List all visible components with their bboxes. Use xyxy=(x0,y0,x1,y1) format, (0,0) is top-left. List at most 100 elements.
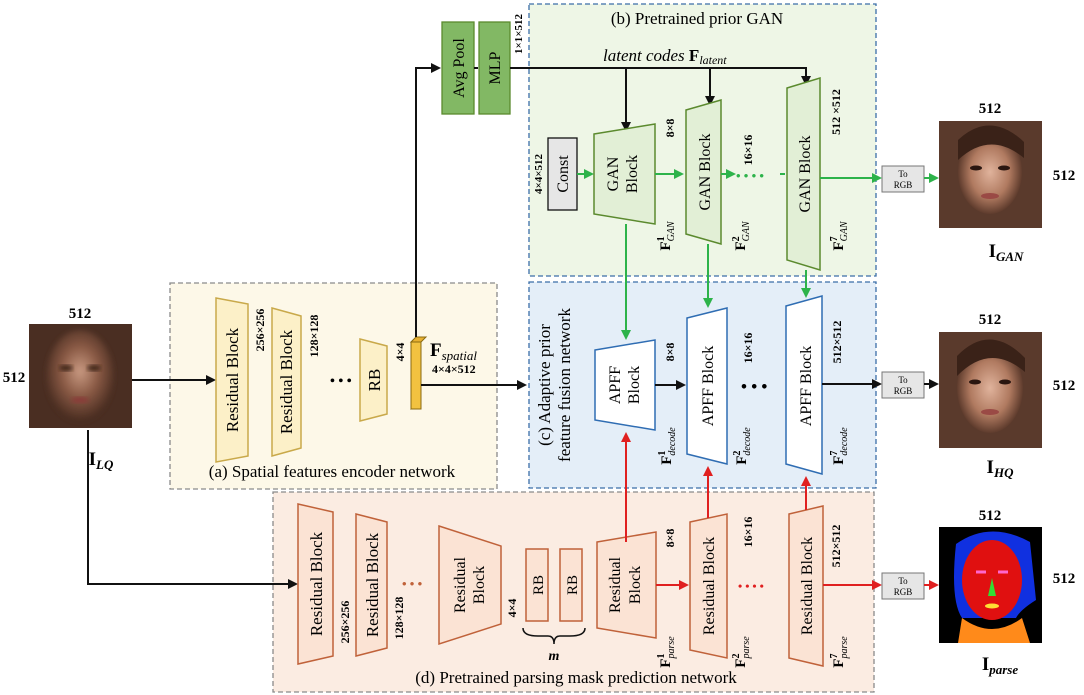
gan-f2-label: F2GAN xyxy=(731,220,752,251)
encoder-rb1-label: Residual Block xyxy=(223,327,242,432)
parse-rbm2-label: RB xyxy=(565,575,581,595)
hq-output-width: 512 xyxy=(979,312,1002,328)
gan-block3-label: GAN Block xyxy=(797,136,814,213)
latent-codes-label: latent codes Flatent xyxy=(603,46,727,67)
parsing-panel-title: (d) Pretrained parsing mask prediction n… xyxy=(415,668,737,687)
fusion-torgb-block xyxy=(881,371,925,399)
avg-pool-block xyxy=(441,21,475,115)
encoder-rb2-size: 128×128 xyxy=(307,315,321,358)
fspatial-label: Fspatial xyxy=(430,340,477,363)
const-label: Const xyxy=(555,155,572,193)
hq-output-height: 512 xyxy=(1053,378,1076,394)
gan-torgb-l1: To xyxy=(898,169,908,179)
gan-panel-title: (b) Pretrained prior GAN xyxy=(611,9,783,28)
parse-f2-label: F2parse xyxy=(731,636,752,668)
mlp-label: MLP xyxy=(487,51,504,84)
apff-block1-size: 8×8 xyxy=(663,343,677,362)
gan-block2-size: 16×16 xyxy=(741,135,755,166)
apff-dots: • • • xyxy=(741,377,767,396)
parse-residual-block-6 xyxy=(788,505,824,667)
gan-f3-label: F7GAN xyxy=(829,220,850,251)
input-height-label: 512 xyxy=(3,370,26,386)
avg-pool-label: Avg Pool xyxy=(451,38,468,98)
parse-rb5-size: 16×16 xyxy=(741,517,755,548)
encoder-rb2-label: Residual Block xyxy=(277,329,296,434)
parse-rb4-label-1: Residual xyxy=(607,556,624,613)
gan-block1-label-2: Block xyxy=(624,155,641,193)
apff-block-2 xyxy=(686,307,728,465)
parse-residual-block-3 xyxy=(438,524,502,646)
parse-rbm1-label: RB xyxy=(531,575,547,595)
encoder-panel-title: (a) Spatial features encoder network xyxy=(209,462,456,481)
parse-rb6-label: Residual Block xyxy=(799,537,816,635)
parse-rb2-size: 128×128 xyxy=(392,597,406,640)
encoder-rb-block xyxy=(359,338,388,422)
parse-rb1-label: Residual Block xyxy=(307,531,326,636)
gan-output-label: IGAN xyxy=(989,241,1024,264)
fusion-torgb-l2: RGB xyxy=(894,386,913,396)
gan-output-image xyxy=(939,121,1042,228)
gan-block-1 xyxy=(593,123,656,225)
input-image xyxy=(29,324,132,428)
apff-block1-label-2: Block xyxy=(626,366,643,404)
gan-block-3 xyxy=(786,76,821,272)
apff-block-3 xyxy=(785,295,823,475)
encoder-residual-block-1 xyxy=(215,297,249,463)
parse-rb3-label-1: Residual xyxy=(452,556,469,613)
parse-rb4-label-2: Block xyxy=(627,566,644,604)
fspatial-size: 4×4×512 xyxy=(432,362,476,376)
parse-output-height: 512 xyxy=(1053,571,1076,587)
apff-block2-size: 16×16 xyxy=(741,333,755,364)
parse-dots-2: • • • • xyxy=(738,579,764,593)
parse-rb3-size: 4×4 xyxy=(505,599,519,618)
parse-rb4-size: 8×8 xyxy=(663,529,677,548)
parse-rb-m-1 xyxy=(525,548,549,622)
apff-block-1 xyxy=(594,339,656,431)
gan-block3-size: 512 ×512 xyxy=(829,89,843,135)
gan-output-width: 512 xyxy=(979,101,1002,117)
parse-output-label: Iparse xyxy=(982,654,1019,677)
apff-f1-label: F1decode xyxy=(657,427,678,465)
apff-block1-label-1: APFF xyxy=(607,366,624,404)
m-brace xyxy=(522,627,586,645)
parse-residual-block-1 xyxy=(297,503,334,665)
hq-output-label: IHQ xyxy=(987,457,1015,480)
const-block xyxy=(547,137,578,211)
gan-torgb-block xyxy=(881,165,925,193)
gan-block1-size: 8×8 xyxy=(663,119,677,138)
gan-block-2 xyxy=(685,99,722,245)
parse-rb6-size: 512×512 xyxy=(829,525,843,568)
parse-dots-1: • • • xyxy=(402,576,423,591)
mlp-size: 1×1×512 xyxy=(513,13,525,54)
fusion-torgb-l1: To xyxy=(898,375,908,385)
apff-block3-size: 512×512 xyxy=(830,321,844,364)
parse-rb2-label: Residual Block xyxy=(363,532,382,637)
parse-m-label: m xyxy=(549,649,560,664)
gan-output-height: 512 xyxy=(1053,168,1076,184)
parse-rb5-label: Residual Block xyxy=(701,537,718,635)
parse-f1-label: F1parse xyxy=(656,636,677,668)
parse-rb3-label-2: Block xyxy=(471,566,488,604)
encoder-rb3-label: RB xyxy=(365,369,384,392)
gan-dots: • • • • xyxy=(736,168,764,183)
parse-residual-block-4 xyxy=(596,531,657,639)
encoder-dots: • • • xyxy=(330,374,352,389)
parse-f3-label: F7parse xyxy=(829,636,850,668)
fusion-panel-title-2: feature fusion network xyxy=(555,308,574,462)
fspatial-feature-block xyxy=(409,336,428,411)
input-width-label: 512 xyxy=(69,306,92,322)
parse-rb-m-2 xyxy=(559,548,583,622)
input-label: ILQ xyxy=(89,449,114,472)
parse-output-width: 512 xyxy=(979,508,1002,524)
gan-block2-label: GAN Block xyxy=(697,134,714,211)
parse-torgb-l2: RGB xyxy=(894,587,913,597)
parse-torgb-l1: To xyxy=(898,576,908,586)
parse-residual-block-2 xyxy=(355,513,388,657)
encoder-residual-block-2 xyxy=(271,307,302,457)
encoder-rb1-size: 256×256 xyxy=(253,309,267,352)
apff-f2-label: F2decode xyxy=(732,427,753,465)
parse-residual-block-5 xyxy=(689,513,728,659)
apff-block3-label: APFF Block xyxy=(798,346,815,426)
parse-output-mask xyxy=(939,527,1042,643)
